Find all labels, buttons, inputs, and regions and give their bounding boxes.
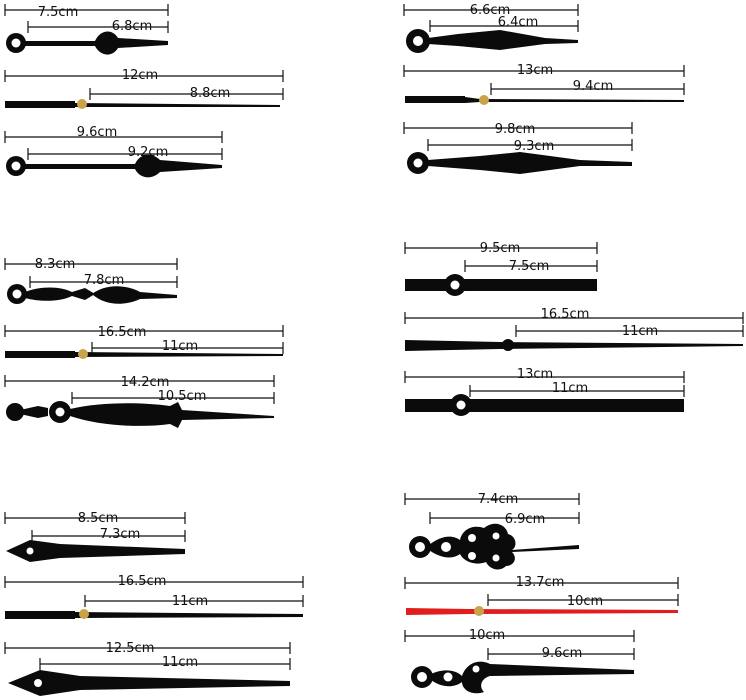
dimension-label: 11cm (552, 381, 588, 396)
hour-hand (409, 523, 579, 570)
minute-hand (6, 401, 274, 428)
dimension-line (404, 493, 580, 505)
dimension-label: 8.5cm (78, 511, 119, 526)
hand-set-2: 6.6cm 6.4cm 13cm 9.4cm 9.8cm 9.3cm (403, 3, 685, 174)
dimension-label: 12cm (122, 68, 158, 83)
dimension-line (4, 375, 275, 387)
minute-hand (6, 154, 222, 178)
dimension-line (29, 276, 178, 288)
dimension-line (71, 392, 275, 404)
dimension-label: 16.5cm (541, 307, 590, 322)
dimension-line (39, 658, 291, 670)
dimension-label: 7.3cm (100, 527, 141, 542)
dimension-label: 16.5cm (98, 325, 147, 340)
hour-hand (405, 274, 597, 296)
minute-hand (411, 661, 634, 694)
dimension-label: 10cm (469, 628, 505, 643)
second-hand (5, 609, 303, 619)
hand-set-3: 8.3cm 7.8cm 16.5cm 11cm 14.2cm 10.5cm (4, 257, 284, 428)
dimension-label: 7.4cm (478, 492, 519, 507)
hand-set-1: 7.5cm 6.8cm 12cm 8.8cm 9.6cm 9.2cm (4, 4, 284, 178)
dimension-line (84, 595, 304, 607)
dimension-label: 8.3cm (35, 257, 76, 272)
dimension-label: 7.8cm (84, 273, 125, 288)
dimension-label: 13.7cm (516, 575, 565, 590)
dimension-label: 9.2cm (128, 145, 169, 160)
dimension-label: 6.8cm (112, 19, 153, 34)
dimension-line (515, 325, 744, 337)
dimension-line (464, 260, 598, 272)
dimension-line (4, 70, 284, 82)
dimension-line (427, 139, 633, 151)
dimension-label: 9.5cm (480, 241, 521, 256)
dimension-line (404, 371, 685, 383)
second-hand (405, 95, 684, 105)
second-hand-red (406, 606, 678, 616)
hour-hand (406, 29, 578, 53)
dimension-label: 11cm (172, 594, 208, 609)
dimension-label: 11cm (622, 324, 658, 339)
dimension-label: 8.8cm (190, 86, 231, 101)
dimension-label: 12.5cm (106, 641, 155, 656)
minute-hand (405, 394, 684, 416)
dimension-line (91, 342, 284, 354)
dimension-line (404, 312, 744, 324)
dimension-label: 14.2cm (121, 375, 170, 390)
dimension-label: 6.9cm (505, 512, 546, 527)
dimension-label: 13cm (517, 367, 553, 382)
dimension-label: 16.5cm (118, 574, 167, 589)
dimension-line (487, 648, 635, 660)
minute-hand (407, 152, 632, 174)
dimension-line (490, 83, 685, 95)
dimension-label: 9.8cm (495, 122, 536, 137)
dimension-line (4, 642, 291, 654)
dimension-line (403, 4, 579, 16)
hour-hand (6, 540, 185, 562)
dimension-line (403, 65, 685, 77)
second-hand (405, 339, 743, 351)
dimension-line (4, 258, 178, 270)
dimension-label: 13cm (517, 63, 553, 78)
dimension-line (27, 21, 169, 33)
hand-set-5: 8.5cm 7.3cm 16.5cm 11cm 12.5cm 11cm (4, 511, 304, 696)
dimension-line (429, 20, 579, 32)
second-hand (5, 99, 280, 109)
dimension-label: 6.4cm (498, 15, 539, 30)
dimension-line (4, 512, 186, 524)
hand-set-4: 9.5cm 7.5cm 16.5cm 11cm 13cm 11cm (404, 241, 744, 416)
dimension-line (469, 385, 685, 397)
minute-hand (8, 670, 290, 696)
dimension-label: 10cm (567, 594, 603, 609)
dimension-line (4, 4, 169, 16)
dimension-label: 7.5cm (38, 5, 79, 20)
dimension-label: 11cm (162, 339, 198, 354)
dimension-label: 9.4cm (573, 79, 614, 94)
dimension-line (404, 630, 635, 642)
dimension-line (4, 325, 284, 337)
dimension-line (404, 242, 598, 254)
dimension-label: 6.6cm (470, 3, 511, 18)
hand-set-6: 7.4cm 6.9cm 13.7cm 10cm 10cm 9.6cm (404, 492, 679, 694)
dimension-label: 7.5cm (509, 259, 550, 274)
dimension-line (89, 88, 284, 100)
dimension-line (404, 577, 679, 589)
dimension-label: 11cm (162, 655, 198, 670)
hour-hand (7, 284, 177, 304)
dimension-line (27, 148, 223, 160)
dimension-line (4, 131, 223, 143)
dimension-label: 9.6cm (77, 125, 118, 140)
dimension-line (487, 594, 679, 606)
dimension-label: 9.6cm (542, 646, 583, 661)
dimension-line (31, 530, 186, 542)
dimension-label: 9.3cm (514, 139, 555, 154)
dimension-line (403, 122, 633, 134)
dimension-line (429, 512, 580, 524)
hour-hand (6, 31, 168, 55)
second-hand (5, 349, 283, 359)
dimension-line (4, 576, 304, 588)
dimension-label: 10.5cm (158, 389, 207, 404)
